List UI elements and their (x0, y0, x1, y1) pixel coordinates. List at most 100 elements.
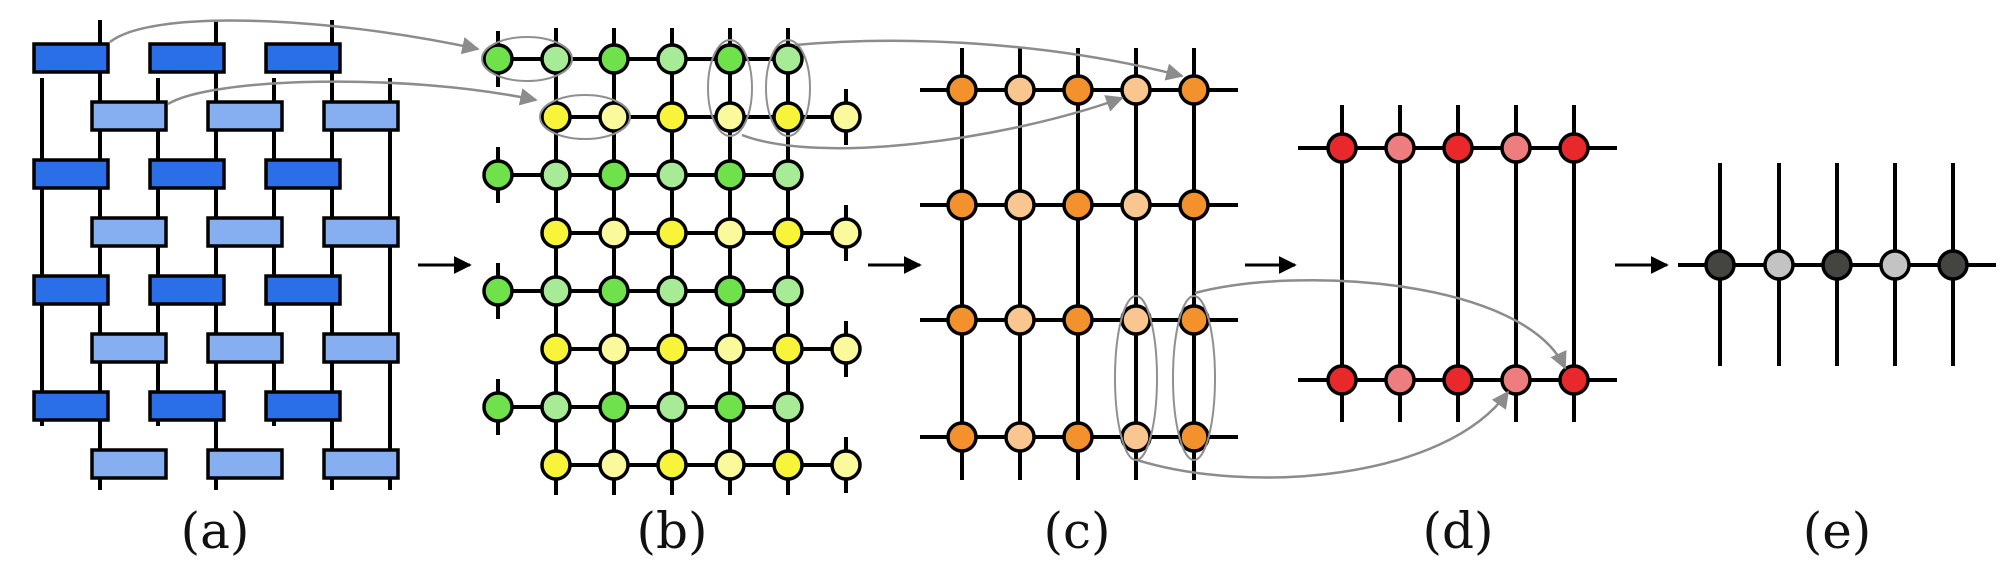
node-yellow (714, 217, 746, 249)
caption-b: (b) (636, 502, 707, 560)
node-green (656, 275, 688, 307)
group-loop-orange-column-5 (1172, 295, 1216, 461)
node-orange (946, 74, 978, 106)
gate-light (206, 100, 284, 132)
gate-light (322, 216, 400, 248)
node-green (540, 159, 572, 191)
node-red (1442, 364, 1474, 396)
node-green (598, 275, 630, 307)
node-yellow (656, 217, 688, 249)
gate-light (90, 332, 168, 364)
node-red (1558, 364, 1590, 396)
caption-a: (a) (181, 502, 250, 560)
node-red (1442, 132, 1474, 164)
node-yellow (540, 101, 572, 133)
node-yellow (598, 333, 630, 365)
node-yellow (598, 217, 630, 249)
node-red (1558, 132, 1590, 164)
node-orange (946, 421, 978, 453)
gate-dark (264, 274, 342, 306)
node-yellow (714, 101, 746, 133)
curve-arrow-dark-gate-to-green-pair (109, 19, 480, 55)
gate-light (322, 332, 400, 364)
group-loop-green-pair (481, 36, 573, 82)
gate-dark (264, 42, 342, 74)
gate-dark (148, 42, 226, 74)
gate-dark (264, 390, 342, 422)
node-green (772, 159, 804, 191)
node-green (656, 159, 688, 191)
curve-arrow-light-gate-to-yellow-pair (167, 80, 538, 106)
group-loop-yellow-pair (539, 94, 631, 140)
node-green (540, 275, 572, 307)
gate-light (90, 448, 168, 480)
node-orange (1178, 304, 1210, 336)
node-orange (1062, 189, 1094, 221)
node-grey (1763, 249, 1795, 281)
node-yellow (656, 101, 688, 133)
node-red (1500, 364, 1532, 396)
gate-light (90, 216, 168, 248)
node-green (656, 391, 688, 423)
node-orange (1178, 74, 1210, 106)
node-green (482, 391, 514, 423)
node-green (714, 275, 746, 307)
node-green (772, 43, 804, 75)
node-orange (1004, 421, 1036, 453)
node-orange (946, 304, 978, 336)
gate-light (90, 100, 168, 132)
node-orange (946, 189, 978, 221)
node-yellow (714, 333, 746, 365)
node-green (482, 275, 514, 307)
node-green (714, 391, 746, 423)
panel-d-red-lattice (1298, 105, 1617, 422)
node-orange (1120, 304, 1152, 336)
caption-e: (e) (1803, 502, 1872, 560)
grouping-curve-arrows (109, 19, 1567, 479)
node-orange (1004, 304, 1036, 336)
node-yellow (772, 333, 804, 365)
node-green (714, 43, 746, 75)
panel-captions: (a) (b) (c) (d) (e) (181, 502, 1872, 560)
caption-c: (c) (1043, 502, 1110, 560)
node-orange (1178, 421, 1210, 453)
group-loop-orange-column-4 (1114, 295, 1158, 461)
gate-dark (32, 158, 110, 190)
panel-c-orange-lattice (920, 48, 1238, 480)
node-yellow (656, 333, 688, 365)
gate-dark (148, 158, 226, 190)
node-yellow (830, 101, 862, 133)
node-yellow (598, 101, 630, 133)
node-yellow (656, 449, 688, 481)
gate-dark (32, 390, 110, 422)
group-loop-column-4 (707, 39, 753, 137)
node-green (540, 391, 572, 423)
panel-b-node-network (481, 28, 862, 495)
node-yellow (540, 333, 572, 365)
curve-arrow-light-orange-group-to-light-red (1136, 390, 1510, 479)
gate-dark (264, 158, 342, 190)
node-green (772, 275, 804, 307)
node-red (1500, 132, 1532, 164)
node-yellow (830, 333, 862, 365)
gate-light (206, 448, 284, 480)
node-green (482, 159, 514, 191)
node-red (1326, 364, 1358, 396)
gate-dark (148, 274, 226, 306)
node-orange (1062, 421, 1094, 453)
gate-light (206, 332, 284, 364)
curve-arrow-green-column-to-orange (794, 39, 1184, 81)
node-green (772, 391, 804, 423)
caption-d: (d) (1422, 502, 1493, 560)
node-green (598, 159, 630, 191)
node-yellow (598, 449, 630, 481)
gate-light (206, 216, 284, 248)
node-green (598, 391, 630, 423)
node-orange (1120, 74, 1152, 106)
node-yellow (772, 101, 804, 133)
node-yellow (540, 449, 572, 481)
node-orange (1062, 304, 1094, 336)
node-red (1384, 132, 1416, 164)
node-yellow (830, 449, 862, 481)
